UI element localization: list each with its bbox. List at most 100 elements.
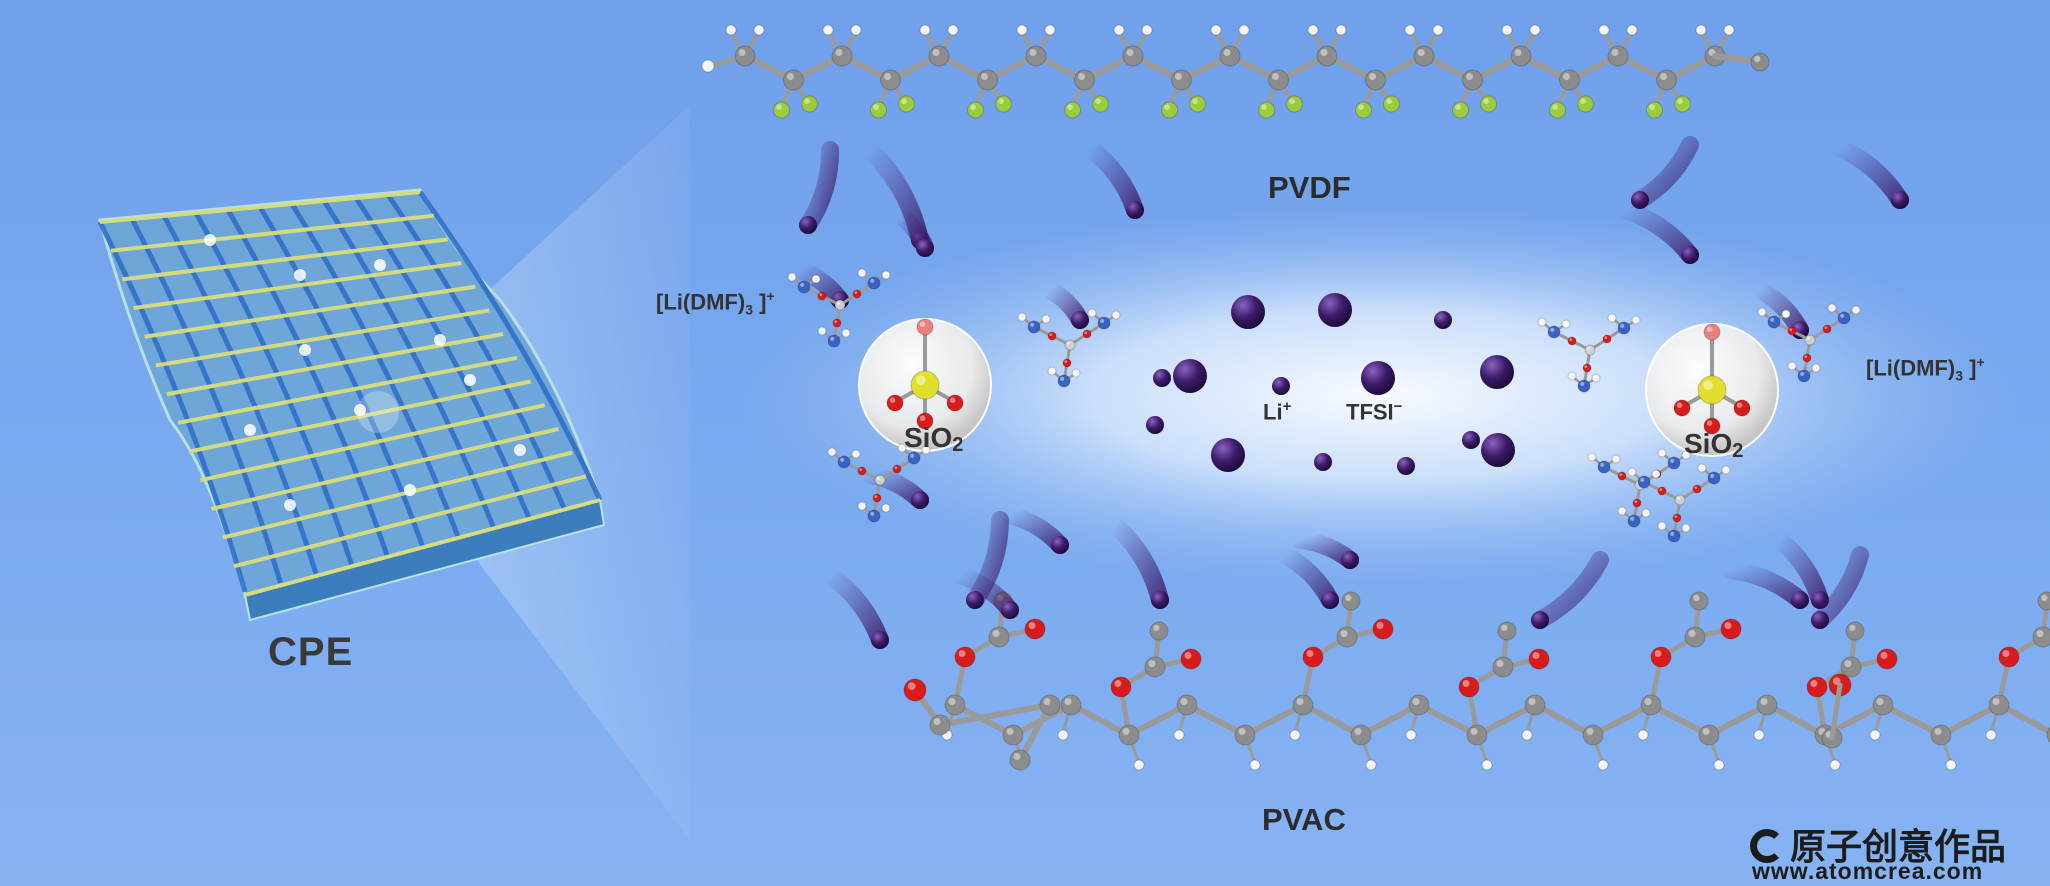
oxygen-atom	[852, 289, 862, 299]
carbon-atom	[1408, 694, 1430, 716]
bond	[1590, 702, 1654, 738]
bond	[1648, 702, 1712, 738]
carbon-atom	[1268, 69, 1289, 91]
nitrogen-atom-highlight	[1640, 477, 1645, 482]
oxygen-atom	[832, 318, 842, 328]
carbon-atom	[831, 45, 853, 67]
oxygen-atom	[1047, 331, 1057, 341]
carbon-atom-highlight	[1466, 73, 1473, 80]
hydrogen-atom	[811, 274, 821, 284]
hydrogen-atom-highlight	[1043, 316, 1047, 319]
hydrogen-atom-highlight	[1406, 26, 1411, 30]
sio2-label-right: SiO2	[1684, 428, 1744, 462]
carbon-atom-highlight	[1760, 698, 1768, 705]
fluorine-atom-highlight	[901, 98, 907, 104]
hydrogen-atom	[1607, 313, 1617, 323]
nitrogen-atom-highlight	[870, 511, 875, 516]
carbon-atom-highlight	[981, 73, 988, 80]
oxygen-atom-faint	[916, 318, 934, 336]
ion-trail-head	[911, 491, 929, 509]
oxygen-atom-highlight	[859, 468, 863, 471]
hydrogen-atom	[1365, 759, 1377, 771]
hydrogen-atom-highlight	[1599, 761, 1604, 765]
oxygen-atom-highlight	[1028, 622, 1036, 629]
bond	[1764, 702, 1828, 738]
carbon-atom	[1804, 334, 1816, 346]
hydrogen-atom-highlight	[1073, 370, 1077, 373]
fluorine-atom	[1452, 101, 1469, 119]
mesh-fiber-yellow	[199, 403, 546, 483]
oxygen-atom	[1672, 513, 1682, 523]
mesh-fiber-yellow	[233, 474, 587, 569]
oxygen-atom	[1787, 326, 1797, 336]
bond	[1938, 702, 2002, 738]
fluorine-atom-highlight	[1358, 104, 1364, 110]
hydrogen-atom-highlight	[1115, 26, 1120, 30]
hydrogen-atom-highlight	[1309, 26, 1314, 30]
carbon-atom-highlight	[1006, 728, 1014, 735]
carbon-atom-highlight	[1501, 624, 1508, 631]
nitrogen-atom-highlight	[1620, 323, 1625, 328]
hydrogen-atom	[921, 445, 931, 455]
hydrogen-atom-highlight	[1563, 321, 1567, 324]
hydrogen-atom-highlight	[824, 26, 829, 30]
carbon-atom-highlight	[1688, 630, 1696, 637]
fluorine-atom	[1674, 95, 1691, 113]
nitrogen-atom	[1627, 514, 1641, 528]
carbon-atom	[1845, 621, 1865, 641]
hydrogen-atom-highlight	[1291, 731, 1296, 735]
hydrogen-atom	[1335, 24, 1347, 36]
hydrogen-atom	[1641, 508, 1651, 518]
nitrogen-atom-highlight	[1770, 317, 1775, 322]
hydrogen-atom-highlight	[1600, 26, 1605, 30]
nitrogen-atom	[827, 334, 841, 348]
hydrogen-atom	[1249, 759, 1261, 771]
carbon-atom	[1074, 69, 1095, 91]
ion-trail-head	[966, 591, 984, 609]
carbon-atom-highlight	[1586, 346, 1591, 350]
hydrogen-atom-highlight	[1715, 761, 1720, 765]
hydrogen-atom-highlight	[921, 26, 926, 30]
ion-trail-head	[1791, 321, 1809, 339]
carbon-atom-highlight	[1806, 336, 1811, 340]
bond	[1706, 702, 1770, 738]
nitrogen-atom-highlight	[1060, 376, 1065, 381]
bond	[1416, 702, 1480, 738]
oxygen-atom-highlight	[874, 495, 878, 498]
ion-trail	[1831, 139, 1909, 209]
hydrogen-atom-highlight	[1019, 314, 1023, 317]
oxygen-atom-highlight	[1789, 328, 1793, 331]
oxygen-atom	[946, 394, 964, 412]
ion-trail	[1106, 516, 1169, 609]
fluorine-atom	[1383, 95, 1400, 113]
oxygen-atom	[1720, 618, 1742, 640]
nitrogen-atom	[1617, 321, 1631, 335]
hydrogen-atom-highlight	[1089, 310, 1093, 313]
fluorine-atom-highlight	[1386, 98, 1392, 104]
carbon-atom	[734, 45, 756, 67]
oxygen-atom	[886, 394, 904, 412]
ion-trail-head	[1341, 551, 1359, 569]
bond	[1474, 702, 1538, 738]
pvac-label: PVAC	[1262, 802, 1346, 837]
mesh-fiber-yellow	[133, 261, 462, 311]
nitrogen-atom-highlight	[1800, 371, 1805, 376]
filler-particle	[354, 404, 366, 416]
carbon-atom	[1689, 591, 1709, 611]
hydrogen-atom-highlight	[1589, 454, 1593, 457]
nitrogen-atom	[1837, 311, 1851, 325]
carbon-atom	[1674, 494, 1686, 506]
hydrogen-atom-highlight	[1609, 315, 1613, 318]
mesh-fiber-blue	[353, 196, 532, 520]
hydrogen-atom	[1713, 759, 1725, 771]
ion-trail-head	[1051, 536, 1069, 554]
hydrogen-atom-highlight	[1018, 26, 1023, 30]
hydrogen-atom	[1626, 24, 1638, 36]
li-cation	[1272, 377, 1290, 395]
hydrogen-atom-highlight	[1483, 761, 1488, 765]
carbon-atom-highlight	[1272, 73, 1279, 80]
mesh-fiber-blue	[161, 214, 319, 575]
carbon-atom	[1025, 45, 1047, 67]
bond	[1880, 702, 1944, 738]
